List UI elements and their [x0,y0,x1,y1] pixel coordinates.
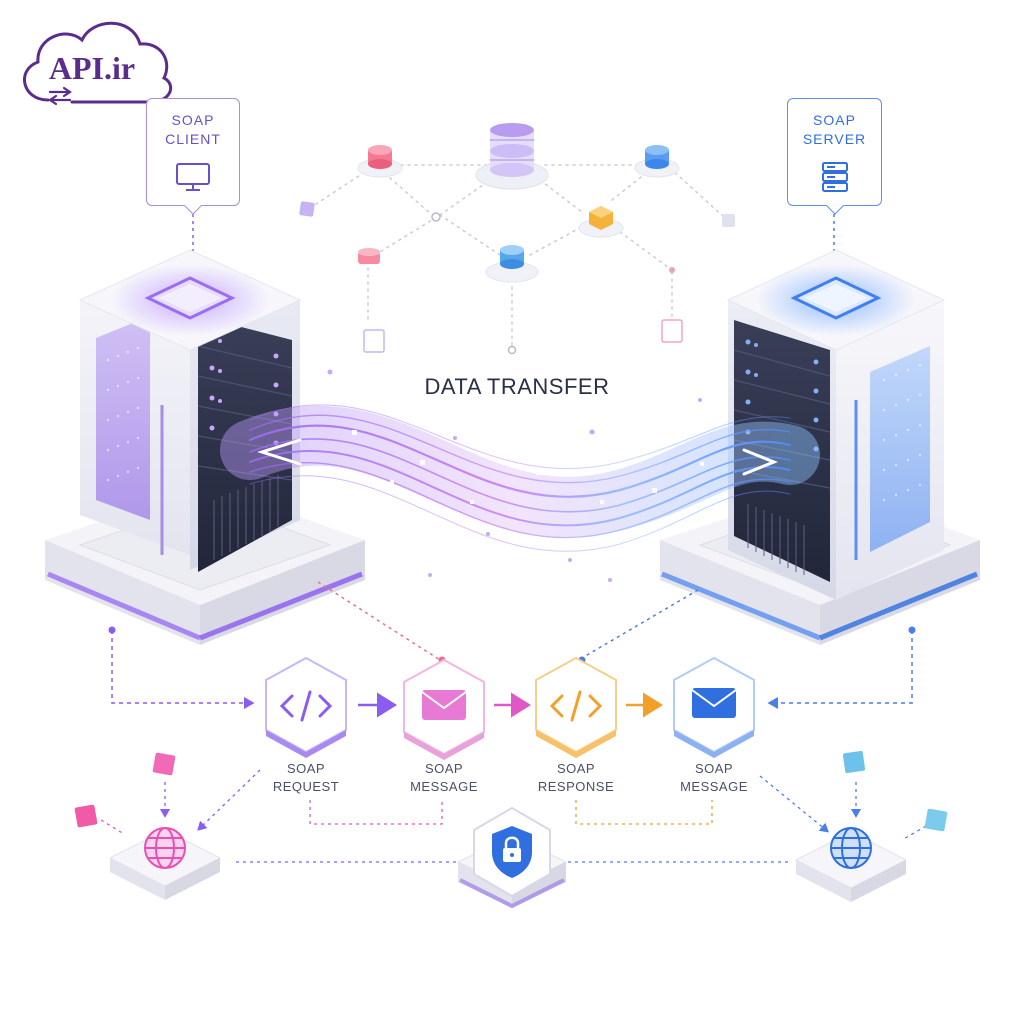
flow-label-request-line1: SOAP [286,761,326,776]
data-transfer-title: DATA TRANSFER [424,374,610,399]
blue-node-icon [634,145,680,178]
brand-swap-arrows-icon [48,86,72,106]
flow-step-message-1 [403,658,485,760]
server-rack-icon [821,162,848,192]
flow-label-message-2-line1: SOAP [694,761,734,776]
lavender-cube-icon [363,329,385,353]
brand-cloud-outline [23,21,173,104]
server-callout-label: SOAP SERVER [788,111,881,149]
small-grey-cube-icon [722,214,735,227]
flow-connectors [100,581,927,863]
flow-label-message-1-line1: SOAP [424,761,464,776]
flow-label-message-1: SOAP MESSAGE [394,760,494,795]
flow-label-response-line2: RESPONSE [537,778,615,794]
small-red-node-icon [358,248,380,264]
security-platform [456,806,568,909]
envelope-icon [691,688,737,718]
brand-logo [23,21,173,106]
globe-icon [830,827,872,869]
flow-label-message-1-line2: MESSAGE [410,778,478,794]
server-label-line2: SERVER [802,130,867,147]
envelope-icon [421,690,467,720]
flow-label-response: SOAP RESPONSE [524,760,628,795]
client-callout-label: SOAP CLIENT [147,111,239,149]
code-icon [549,690,603,722]
pink-cube-small-icon [152,752,176,776]
lock-shield-icon [492,826,532,878]
soap-client-callout: SOAP CLIENT [146,98,240,215]
small-purple-cube-icon [299,201,315,217]
database-icon [475,123,549,190]
left-globe-platform [108,827,222,900]
client-label-line1: SOAP [171,112,215,128]
flow-label-message-2: SOAP MESSAGE [664,760,764,795]
flow-label-request-line2: REQUEST [272,778,340,794]
brand-text: API.ir [48,50,136,86]
flow-label-response-line1: SOAP [556,761,596,776]
flow-step-response [535,656,617,758]
flow-label-message-2-line2: MESSAGE [680,778,748,794]
pink-cube-icon [661,319,683,343]
red-node-icon [357,145,403,178]
globe-icon [144,827,186,869]
soap-server-tower [660,249,980,645]
soap-server-callout: SOAP SERVER [787,98,882,215]
monitor-icon [176,163,210,191]
top-network [299,123,735,355]
cyan-node-icon [485,245,539,283]
cyan-cube-right-icon [924,808,948,832]
right-globe-platform [794,827,908,902]
soap-client-tower [45,249,365,645]
cyan-cube-small-icon [842,750,866,774]
orange-cube-icon [578,206,624,238]
code-icon [279,690,333,722]
server-label-line1: SOAP [813,112,856,128]
client-label-line2: CLIENT [165,130,221,147]
flow-step-request [265,656,347,758]
flow-label-request: SOAP REQUEST [256,760,356,795]
magenta-cube-small-icon [74,804,98,828]
flow-step-message-2 [673,656,755,758]
data-transfer-stream [220,369,820,582]
